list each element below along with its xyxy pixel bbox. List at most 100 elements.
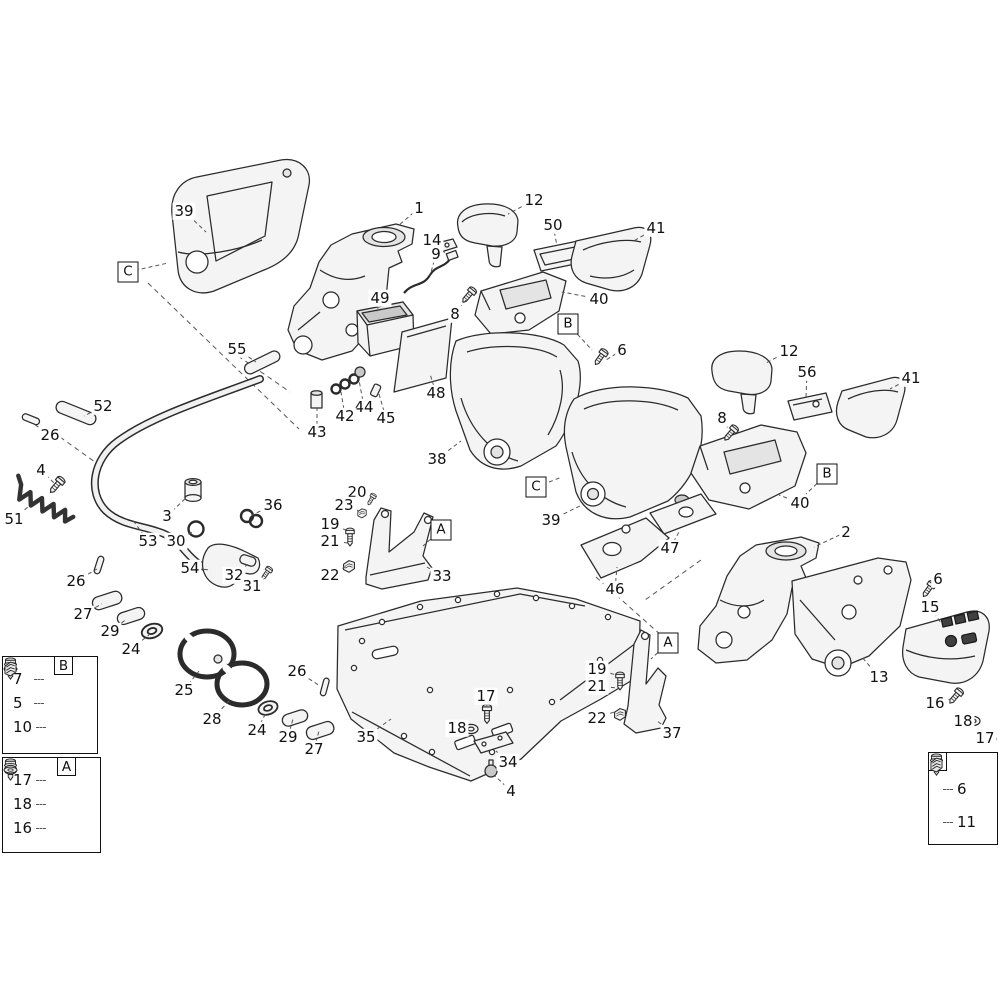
screw-19-21-left (345, 527, 355, 547)
legend-part-number: 16 (13, 819, 33, 837)
legend-letter-b: B (54, 656, 73, 675)
part-main-frame-left (287, 223, 415, 361)
legend-part-number: 7 (13, 670, 23, 688)
legend-item-6: 6 (930, 753, 989, 798)
callout-37-68: 37 (660, 723, 684, 742)
callout-4-26: 4 (34, 460, 48, 479)
legend-item-11: 11 (930, 757, 989, 831)
callout-4-63: 4 (504, 781, 518, 800)
callout-31-43: 31 (240, 576, 264, 595)
nut-22-right (614, 708, 626, 721)
nut-22-left (343, 560, 355, 573)
callout-39-40: 39 (539, 510, 563, 529)
leader-dash (943, 821, 953, 823)
part-bent-tube (90, 375, 264, 575)
callout-25-53: 25 (172, 680, 196, 699)
ref-letter-c-39: C (525, 476, 547, 498)
leader-dash (36, 827, 47, 829)
callout-24-55: 24 (245, 720, 269, 739)
callout-46-45: 46 (603, 579, 627, 598)
part-rubber-foot (484, 759, 498, 778)
legend-part-number: 17 (13, 771, 33, 789)
part-base-plate (336, 587, 641, 782)
callout-32-42: 32 (222, 565, 246, 584)
callout-41-7: 41 (644, 218, 668, 237)
callout-18-61: 18 (445, 718, 469, 737)
callout-40-10: 40 (587, 289, 611, 308)
part-pin-top (21, 413, 41, 426)
part-rod-52 (55, 400, 97, 426)
leader-dash (943, 788, 953, 790)
part-support-bracket-left (365, 507, 434, 590)
callout-21-66: 21 (585, 676, 609, 695)
part-spacer-stack (310, 366, 382, 409)
part-console-body-left (474, 271, 567, 335)
callout-23-33: 23 (332, 495, 356, 514)
leader-dash (36, 803, 47, 805)
screw-4-left (46, 474, 67, 496)
legend-part-number: 6 (957, 780, 967, 798)
legend-item-5: 5 (3, 665, 89, 712)
callout-26-49: 26 (64, 571, 88, 590)
legend-item-17: 17 (4, 758, 92, 789)
legend-item-list: 6 11 (929, 753, 997, 844)
callout-26-25: 26 (38, 425, 62, 444)
callout-24-52: 24 (119, 639, 143, 658)
part-panel-48 (393, 317, 453, 393)
callout-51-27: 51 (2, 509, 26, 528)
callout-2-46: 2 (839, 522, 853, 541)
callout-17-74: 17 (973, 728, 997, 747)
callout-45-17: 45 (374, 408, 398, 427)
callout-30-30: 30 (164, 531, 188, 550)
screw-8-left (459, 285, 479, 306)
part-main-frame-right (697, 536, 820, 664)
ref-letter-b-47: B (816, 463, 838, 485)
callout-19-65: 19 (585, 659, 609, 678)
callout-28-54: 28 (200, 709, 224, 728)
callout-29-51: 29 (98, 621, 122, 640)
callout-13-69: 13 (867, 667, 891, 686)
callout-44-15: 44 (352, 397, 376, 416)
part-side-bracket-13 (791, 557, 912, 677)
part-sheet-47 (649, 493, 717, 535)
legend-item-10: 10 (4, 661, 89, 736)
callout-14-4: 14 (420, 230, 444, 249)
callout-21-35: 21 (318, 531, 342, 550)
callout-55-13: 55 (225, 339, 249, 358)
part-storage-box (356, 301, 415, 357)
callout-27-50: 27 (71, 604, 95, 623)
callout-49-8: 49 (368, 288, 392, 307)
callout-22-67: 22 (585, 708, 609, 727)
callout-34-62: 34 (496, 752, 520, 771)
ref-letter-a-37: A (430, 519, 452, 541)
legend-part-number: 11 (957, 813, 977, 831)
leader-dash (36, 779, 47, 781)
part-clamp-plate-34 (473, 731, 514, 754)
callout-22-36: 22 (318, 565, 342, 584)
leader-dash (34, 678, 44, 680)
callout-54-41: 54 (178, 558, 202, 577)
callout-33-38: 33 (430, 566, 454, 585)
callout-8-9: 8 (448, 304, 462, 323)
callout-1-2: 1 (412, 198, 426, 217)
callout-50-6: 50 (541, 215, 565, 234)
hardware-legend-c: C611 (928, 752, 998, 845)
callout-18-73: 18 (951, 711, 975, 730)
callout-3-28: 3 (160, 506, 174, 525)
part-fender-left (449, 332, 581, 470)
callout-40-48: 40 (788, 493, 812, 512)
callout-56-21: 56 (795, 362, 819, 381)
ref-letter-c-1: C (117, 261, 139, 283)
part-control-console-15 (901, 610, 990, 684)
callout-20-32: 20 (345, 482, 369, 501)
callout-52-24: 52 (91, 396, 115, 415)
callout-17-60: 17 (474, 686, 498, 705)
legend-part-number: 10 (13, 718, 33, 736)
part-armrest-right (711, 350, 773, 415)
callout-42-16: 42 (333, 406, 357, 425)
callout-19-34: 19 (318, 514, 342, 533)
